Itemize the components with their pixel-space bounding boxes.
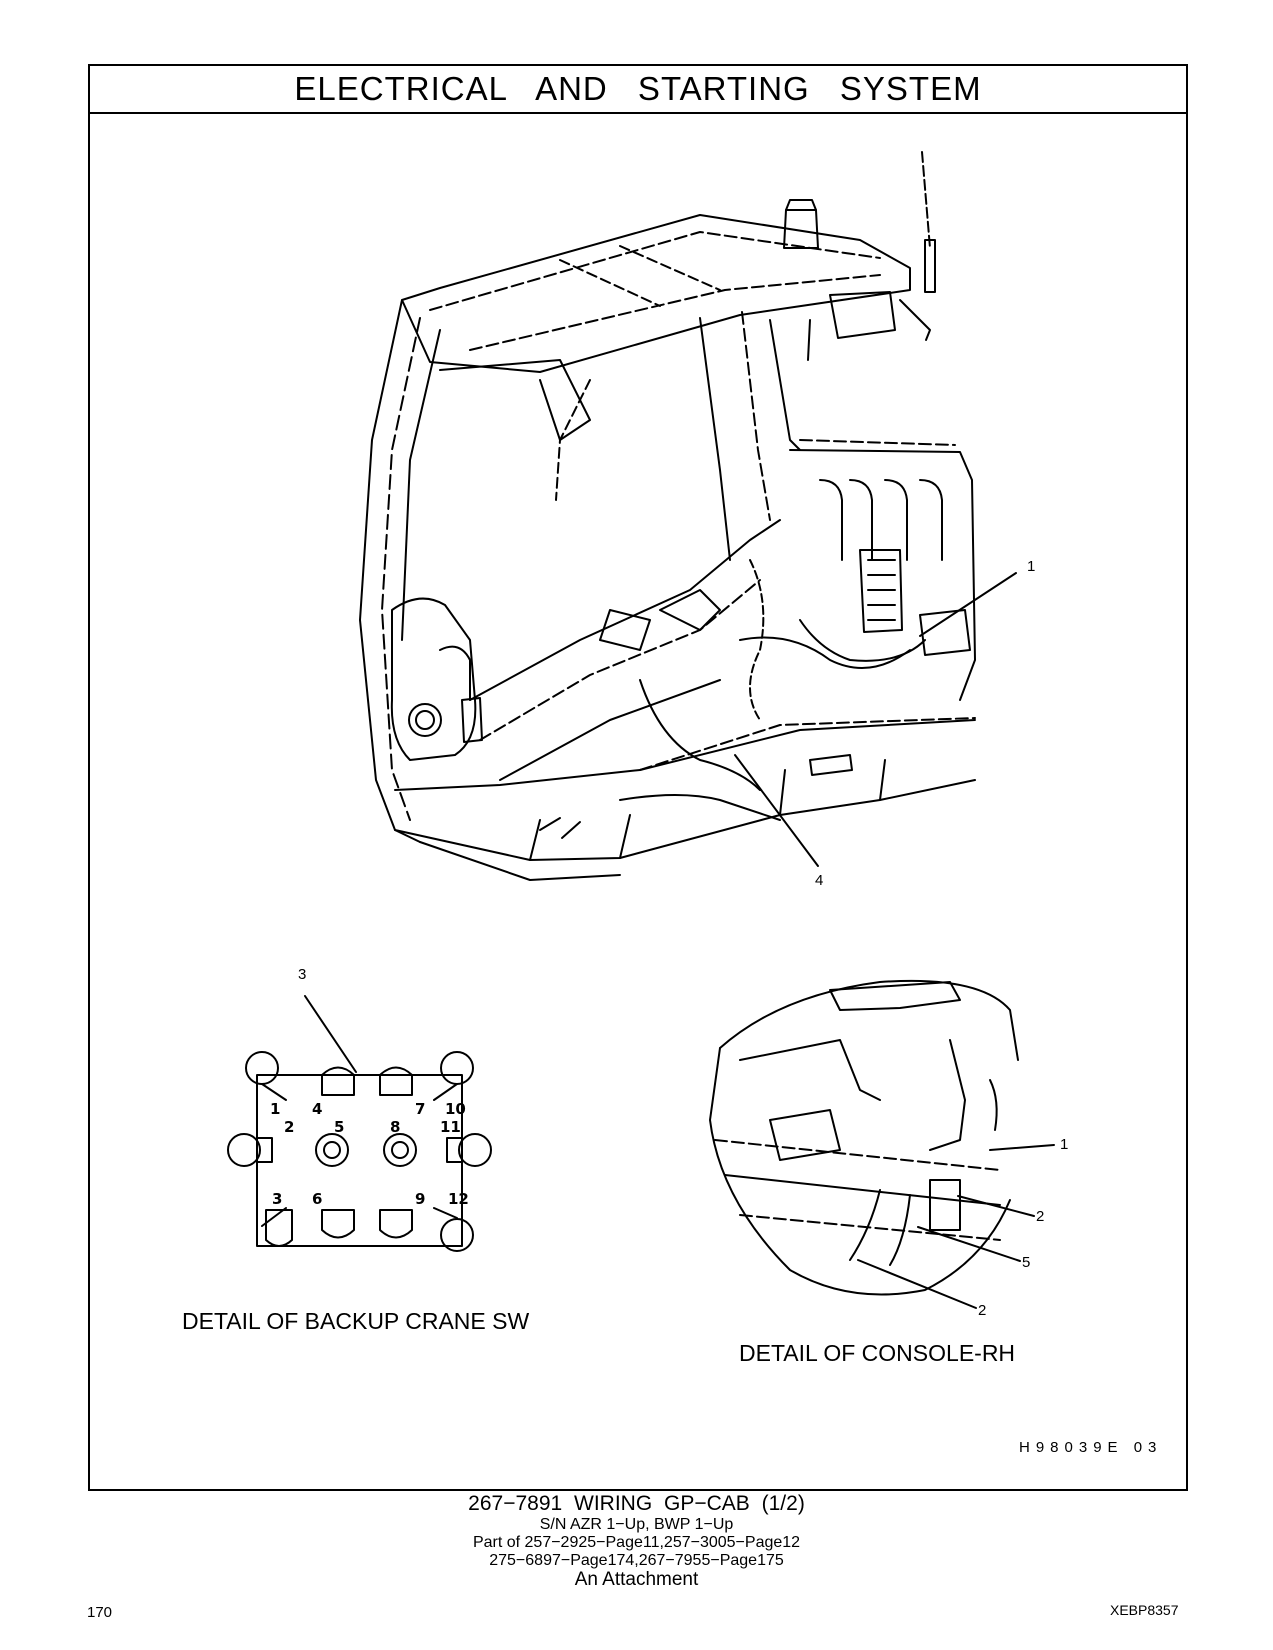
footer-part-of-cont: 275−6897−Page174,267−7955−Page175: [489, 1552, 784, 1569]
callout-console-1: 1: [1060, 1136, 1069, 1153]
callout-main-1: 1: [1027, 558, 1036, 575]
switch-number: 7: [415, 1100, 426, 1118]
footer-part-of: Part of 257−2925−Page11,257−3005−Page12: [472, 1534, 801, 1551]
switch-number: 2: [284, 1118, 295, 1136]
backup-crane-switch-illustration: [227, 995, 492, 1252]
callout-main-4: 4: [815, 872, 824, 889]
console-rh-illustration: [709, 979, 1055, 1309]
switch-number: 6: [312, 1190, 323, 1208]
page-title: ELECTRICAL AND STARTING SYSTEM: [294, 70, 982, 107]
callout-console-2b: 2: [978, 1302, 987, 1319]
switch-number: 4: [312, 1100, 323, 1118]
caption-backup-crane-sw: DETAIL OF BACKUP CRANE SW: [182, 1308, 530, 1334]
figure-code: H98039E 03: [1019, 1439, 1163, 1456]
cab-main-illustration: [359, 151, 1017, 881]
document-id: XEBP8357: [1110, 1602, 1179, 1618]
switch-number: 1: [270, 1100, 281, 1118]
callout-detail-3: 3: [298, 966, 307, 983]
figure-frame: ELECTRICAL AND STARTING SYSTEM: [88, 64, 1188, 1491]
switch-number: 11: [440, 1118, 461, 1136]
switch-number: 5: [334, 1118, 345, 1136]
page-number: 170: [87, 1604, 113, 1621]
caption-console-rh: DETAIL OF CONSOLE-RH: [739, 1340, 1016, 1366]
switch-number: 10: [445, 1100, 466, 1118]
callout-console-2a: 2: [1036, 1208, 1045, 1225]
footer-part-title: 267−7891 WIRING GP−CAB (1/2): [468, 1492, 805, 1515]
switch-number: 9: [415, 1190, 426, 1208]
footer-serial: S/N AZR 1−Up, BWP 1−Up: [539, 1516, 734, 1533]
callout-console-5: 5: [1022, 1254, 1031, 1271]
switch-number: 3: [272, 1190, 283, 1208]
switch-number: 12: [448, 1190, 469, 1208]
footer: 267−7891 WIRING GP−CAB (1/2) S/N AZR 1−U…: [0, 1492, 1273, 1590]
footer-attachment: An Attachment: [574, 1569, 699, 1590]
title-bar: ELECTRICAL AND STARTING SYSTEM: [90, 66, 1186, 114]
switch-number: 8: [390, 1118, 401, 1136]
